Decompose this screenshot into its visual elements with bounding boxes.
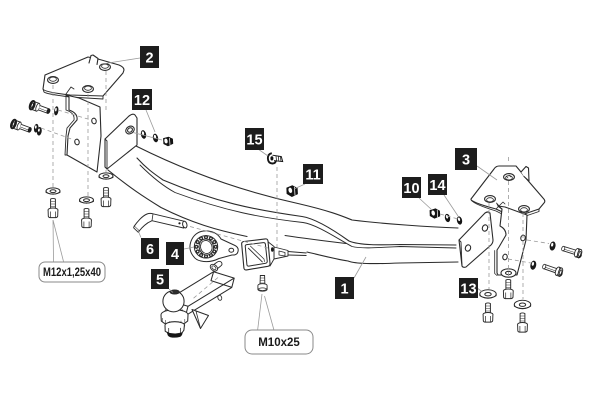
- svg-text:5: 5: [156, 273, 164, 289]
- svg-text:M10x25: M10x25: [258, 337, 300, 349]
- svg-text:1: 1: [340, 282, 348, 298]
- svg-text:4: 4: [171, 247, 179, 263]
- svg-text:11: 11: [305, 168, 320, 184]
- svg-text:3: 3: [462, 153, 470, 169]
- svg-text:6: 6: [146, 242, 154, 258]
- svg-text:13: 13: [460, 282, 476, 298]
- svg-text:2: 2: [145, 51, 153, 67]
- svg-text:15: 15: [246, 133, 262, 149]
- svg-text:M12x1,25x40: M12x1,25x40: [43, 267, 101, 279]
- svg-text:10: 10: [403, 181, 419, 197]
- svg-text:14: 14: [429, 178, 445, 194]
- svg-text:12: 12: [134, 93, 150, 109]
